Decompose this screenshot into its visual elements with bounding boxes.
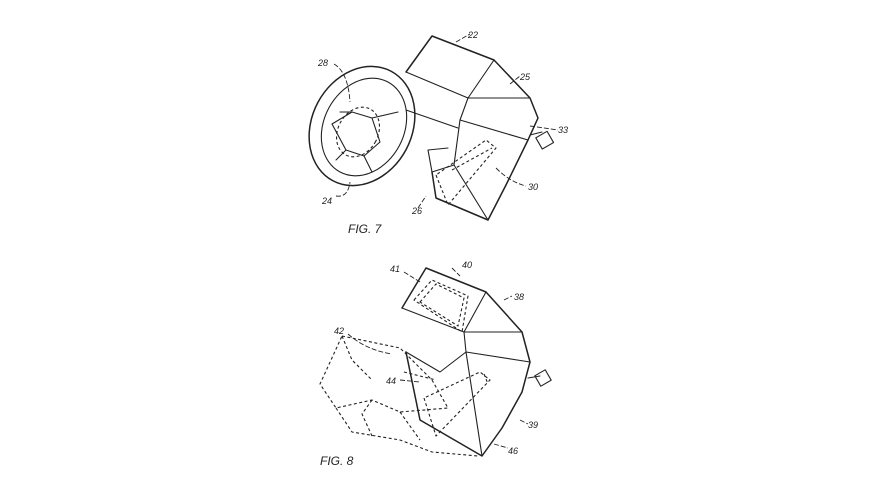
- fig-8-caption: FIG. 8: [320, 454, 354, 468]
- ref-24: 24: [321, 196, 332, 206]
- ref-41: 41: [390, 264, 400, 274]
- ref-40: 40: [462, 260, 472, 270]
- ref-30: 30: [528, 182, 538, 192]
- fig-7-housing: [406, 36, 554, 220]
- ref-44: 44: [386, 376, 396, 386]
- fig-8-group: 40 41 38 42 44 39 46 FIG. 8: [320, 260, 551, 468]
- ref-28: 28: [317, 58, 328, 68]
- ref-46: 46: [508, 446, 518, 456]
- ref-26: 26: [411, 206, 422, 216]
- ref-25: 25: [519, 72, 531, 82]
- fig-7-caption: FIG. 7: [348, 222, 383, 236]
- ref-39: 39: [528, 420, 538, 430]
- ref-42: 42: [334, 326, 344, 336]
- ref-33: 33: [558, 125, 568, 135]
- ref-22: 22: [467, 30, 478, 40]
- fig-8-tray-outline: [320, 336, 478, 456]
- ref-38: 38: [514, 292, 524, 302]
- fig-7-steering-wheel: [289, 48, 436, 204]
- fig-7-group: 22 25 28 33 30 24 26 FIG. 7: [289, 30, 568, 236]
- fig-7-leaders: [334, 34, 558, 208]
